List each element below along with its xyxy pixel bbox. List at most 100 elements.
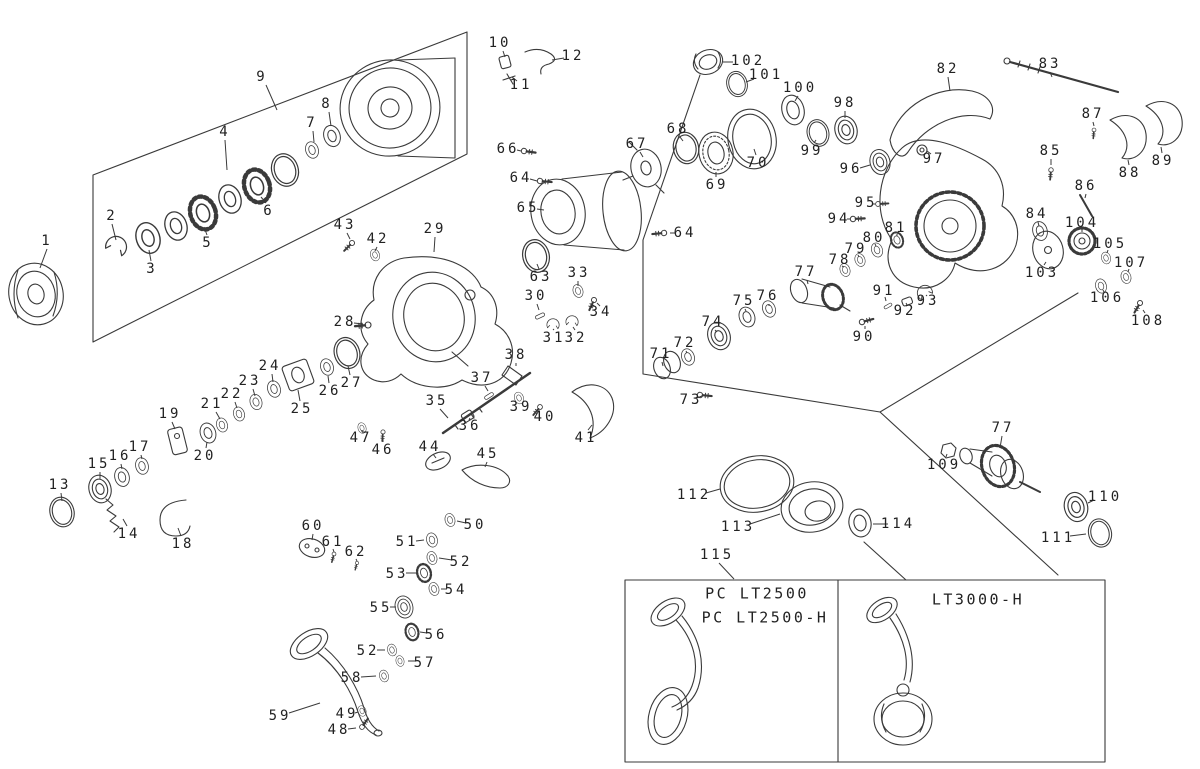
part-label-51: 51 [396, 534, 419, 550]
leader-line-60 [311, 533, 314, 541]
part-label-47: 47 [350, 430, 373, 446]
bail-parts [1003, 57, 1183, 243]
drag-washer-stack [131, 122, 344, 258]
part-label-10: 10 [489, 35, 512, 51]
leader-line-3 [148, 249, 152, 262]
part-label-95: 95 [855, 195, 878, 211]
part-label-77: 77 [992, 420, 1015, 436]
part-label-102: 102 [731, 53, 765, 69]
part-label-80: 80 [863, 230, 886, 246]
leader-line-13 [60, 492, 63, 502]
part-label-53: 53 [386, 566, 409, 582]
leader-line-66 [516, 149, 522, 152]
part-label-114: 114 [881, 516, 915, 532]
part-label-98: 98 [834, 95, 857, 111]
leader-line-67 [639, 151, 644, 158]
leader-line-14 [122, 518, 128, 527]
leader-line-24 [271, 373, 274, 383]
part-label-60: 60 [302, 518, 325, 534]
part-label-81: 81 [885, 220, 908, 236]
leader-line-115 [718, 562, 735, 580]
part-label-9: 9 [256, 69, 267, 85]
part-label-112: 112 [677, 487, 711, 503]
part-label-115: 115 [700, 547, 734, 563]
part-label-35: 35 [426, 393, 449, 409]
part-label-76: 76 [757, 288, 780, 304]
leader-line-37 [484, 385, 489, 392]
leader-line-63 [536, 263, 540, 270]
leader-line-18 [177, 527, 182, 537]
leader-line-12 [551, 57, 565, 61]
leader-line-41 [587, 424, 593, 431]
retainer-clip [103, 232, 131, 258]
part-label-5: 5 [202, 235, 213, 251]
part-label-27: 27 [341, 375, 364, 391]
part-label-3: 3 [146, 261, 157, 277]
part-label-24: 24 [259, 358, 282, 374]
part-label-54: 54 [445, 582, 468, 598]
part-label-49: 49 [336, 706, 359, 722]
part-label-31: 31 [543, 330, 566, 346]
part-label-16: 16 [109, 448, 132, 464]
part-label-36: 36 [459, 418, 482, 434]
part-label-39: 39 [510, 399, 533, 415]
handle-arm [289, 628, 383, 737]
part-label-26: 26 [319, 383, 342, 399]
leader-line-78 [841, 265, 845, 268]
leader-line-103 [1043, 261, 1047, 266]
leader-line-17 [140, 454, 143, 460]
part-label-82: 82 [937, 61, 960, 77]
part-label-93: 93 [917, 293, 940, 309]
part-label-78: 78 [829, 252, 852, 268]
kick-lever-group [356, 421, 511, 489]
parts-artwork [8, 31, 1183, 763]
leader-line-52 [438, 557, 453, 561]
clutch-group [622, 108, 777, 194]
leader-line-106 [1102, 289, 1105, 293]
leader-line-2 [111, 223, 117, 241]
leader-line-22 [234, 401, 238, 409]
part-label-67: 67 [626, 136, 649, 152]
part-label-21: 21 [201, 396, 224, 412]
part-number-labels: 1234567891011121314151617181920212223242… [39, 35, 1171, 738]
part-label-103: 103 [1025, 265, 1059, 281]
part-label-46: 46 [372, 442, 395, 458]
part-label-22: 22 [221, 386, 244, 402]
part-label-48: 48 [328, 722, 351, 738]
reel-body [360, 256, 513, 388]
part-label-68: 68 [667, 121, 690, 137]
plate-and-screws [298, 537, 360, 571]
leader-line-87 [1092, 121, 1095, 127]
leader-line-28 [353, 322, 364, 325]
leader-line-110 [1087, 499, 1095, 504]
leader-line-34 [596, 302, 601, 307]
part-label-72: 72 [674, 335, 697, 351]
leader-line-96 [859, 164, 871, 169]
part-label-55: 55 [370, 600, 393, 616]
part-label-100: 100 [783, 80, 817, 96]
part-label-65: 65 [517, 200, 540, 216]
rotor [518, 146, 669, 276]
leader-line-5 [203, 226, 208, 236]
body-fasteners [849, 144, 935, 327]
model-label-pc-lt2500: PC LT2500 [705, 585, 809, 603]
leader-line-74 [714, 329, 718, 333]
part-label-73: 73 [680, 392, 703, 408]
leader-line-113 [749, 513, 781, 525]
leader-line-86 [1084, 193, 1087, 199]
worm-shaft-assembly [441, 365, 545, 435]
part-label-33: 33 [568, 265, 591, 281]
part-label-113: 113 [721, 519, 755, 535]
part-label-106: 106 [1090, 290, 1124, 306]
leader-line-4 [224, 139, 228, 171]
part-label-87: 87 [1082, 106, 1105, 122]
part-label-62: 62 [345, 544, 368, 560]
leader-line-75 [744, 308, 747, 312]
leader-line-11 [511, 76, 518, 82]
leader-line-105 [1106, 249, 1109, 254]
leader-line-82 [947, 76, 951, 92]
part-label-94: 94 [828, 211, 851, 227]
leader-line-10 [502, 50, 506, 58]
part-label-34: 34 [590, 304, 613, 320]
